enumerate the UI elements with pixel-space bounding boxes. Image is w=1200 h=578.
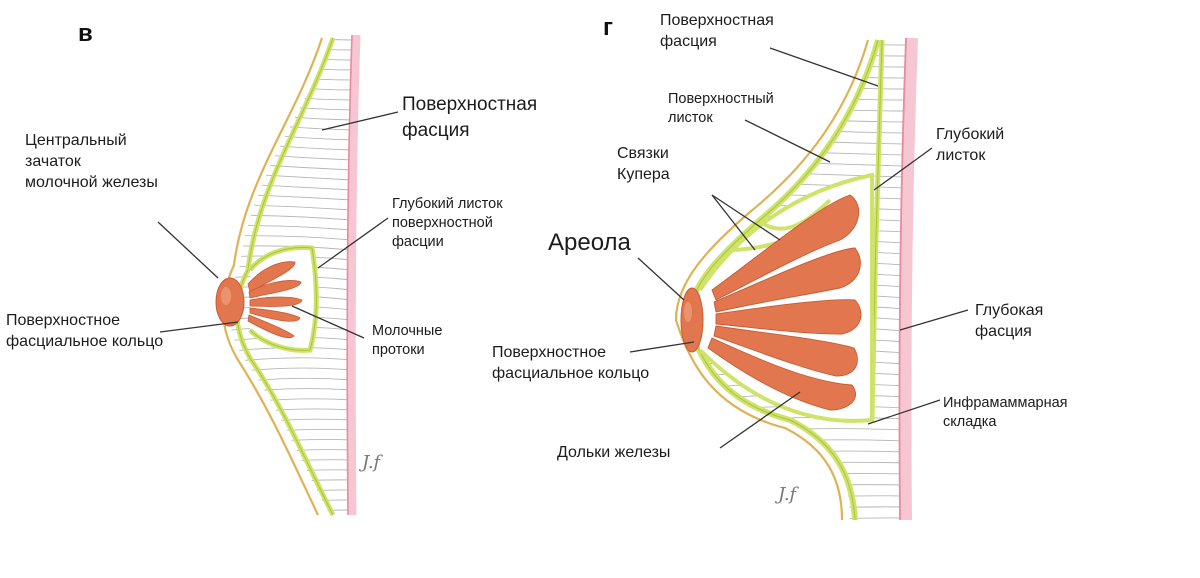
right-label-cooper: Связки Купера bbox=[617, 145, 670, 183]
hatch-line bbox=[229, 108, 352, 121]
left-leader-ducts bbox=[291, 305, 365, 339]
left-chest-wall-edge bbox=[346, 34, 353, 516]
hatch-line bbox=[229, 65, 352, 81]
hatch-line bbox=[688, 473, 905, 485]
hatch-line bbox=[229, 224, 352, 231]
right-leader-deep-fascia bbox=[899, 309, 969, 331]
right-leader-inframammary bbox=[867, 399, 941, 425]
hatch-line bbox=[229, 388, 352, 397]
left-label-fascial-ring: Поверхностное фасциальное кольцо bbox=[6, 312, 164, 350]
right-label-superficial-sheet: Поверхностный листок bbox=[668, 91, 774, 126]
hatch-line bbox=[688, 155, 905, 167]
hatch-line bbox=[688, 132, 905, 145]
left-label-central-bud: Центральный зачаток молочной железы bbox=[25, 132, 158, 191]
left-leader-deep-sheet bbox=[317, 217, 389, 269]
left-leader-superficial-fascia bbox=[321, 111, 399, 131]
left-label-ducts: Молочные протоки bbox=[372, 323, 443, 358]
hatch-line bbox=[688, 73, 905, 90]
left-central-bud bbox=[215, 277, 245, 327]
right-label-deep-fascia: Глубокая фасция bbox=[975, 302, 1044, 340]
left-label-deep-sheet: Глубокий листок поверхностной фасции bbox=[392, 196, 503, 250]
hatch-line bbox=[229, 235, 352, 241]
right-label-fascial-ring: Поверхностное фасциальное кольцо bbox=[492, 344, 650, 382]
hatch-line bbox=[688, 439, 905, 450]
hatch-line bbox=[229, 398, 352, 407]
right-leader-cooper-1 bbox=[711, 194, 756, 251]
right-leader-cooper-2 bbox=[711, 194, 781, 241]
hatch-line bbox=[229, 377, 352, 386]
panel-letter-left: в bbox=[78, 20, 93, 47]
hatch-line bbox=[229, 161, 352, 171]
left-artist-signature: J.f bbox=[362, 452, 381, 473]
hatch-line bbox=[229, 459, 352, 471]
right-skin-line bbox=[674, 39, 870, 521]
hatch-line bbox=[229, 367, 352, 375]
right-leader-superficial-fascia bbox=[769, 47, 879, 87]
hatch-line bbox=[688, 450, 905, 461]
hatch-line bbox=[229, 469, 352, 482]
hatch-line bbox=[229, 171, 352, 181]
right-chest-wall-edge bbox=[898, 37, 907, 521]
hatch-line bbox=[229, 203, 352, 211]
left-milk-ducts bbox=[247, 261, 303, 338]
right-label-superficial-fascia: Поверхностная фасция bbox=[660, 12, 774, 50]
right-leader-lobules bbox=[719, 391, 801, 449]
left-leader-fascial-ring bbox=[159, 321, 239, 333]
right-label-lobules: Дольки железы bbox=[557, 444, 671, 461]
right-label-inframammary: Инфрамаммарная складка bbox=[943, 395, 1068, 430]
hatch-line bbox=[229, 449, 352, 460]
left-chest-wall bbox=[346, 34, 361, 516]
right-label-deep-sheet: Глубокий листок bbox=[936, 126, 1005, 164]
hatch-line bbox=[229, 428, 352, 439]
hatch-line bbox=[688, 461, 905, 473]
panel-letter-right: г bbox=[603, 14, 613, 41]
right-leader-areola bbox=[637, 257, 685, 301]
hatch-line bbox=[229, 418, 352, 429]
left-label-superficial-fascia: Поверхностная фасция bbox=[402, 94, 538, 141]
left-leader-central-bud bbox=[157, 221, 219, 279]
right-artist-signature: J.f bbox=[778, 484, 797, 505]
hatch-line bbox=[229, 182, 352, 191]
hatch-line bbox=[229, 55, 352, 71]
hatch-line bbox=[229, 357, 352, 365]
hatch-line bbox=[229, 76, 352, 91]
right-panel-drawing bbox=[629, 37, 969, 521]
right-gland-lobules bbox=[707, 194, 862, 411]
right-label-areola: Ареола bbox=[548, 229, 631, 256]
hatch-line bbox=[229, 38, 352, 41]
hatch-line bbox=[229, 129, 352, 141]
hatch-line bbox=[688, 517, 905, 520]
right-leader-superficial-sheet bbox=[744, 119, 831, 163]
right-leader-fascial-ring bbox=[629, 341, 695, 353]
hatch-line bbox=[229, 193, 352, 201]
right-chest-wall bbox=[899, 37, 918, 521]
left-panel-drawing bbox=[157, 34, 399, 517]
right-leader-deep-sheet bbox=[873, 147, 933, 191]
hatch-line bbox=[229, 214, 352, 221]
hatch-line bbox=[688, 506, 905, 520]
hatch-line bbox=[688, 144, 905, 156]
